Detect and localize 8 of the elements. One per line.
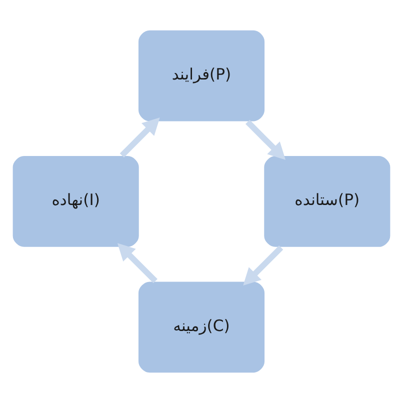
arrow <box>117 243 158 284</box>
node-box: زمینه(C) <box>138 280 266 374</box>
arrow <box>120 117 160 158</box>
arrow <box>246 120 286 160</box>
node-box: نهاده(I) <box>12 155 140 248</box>
node-box: فرایند(P) <box>138 29 266 122</box>
node-box: ستانده(P) <box>263 155 392 248</box>
arrow <box>243 246 284 286</box>
